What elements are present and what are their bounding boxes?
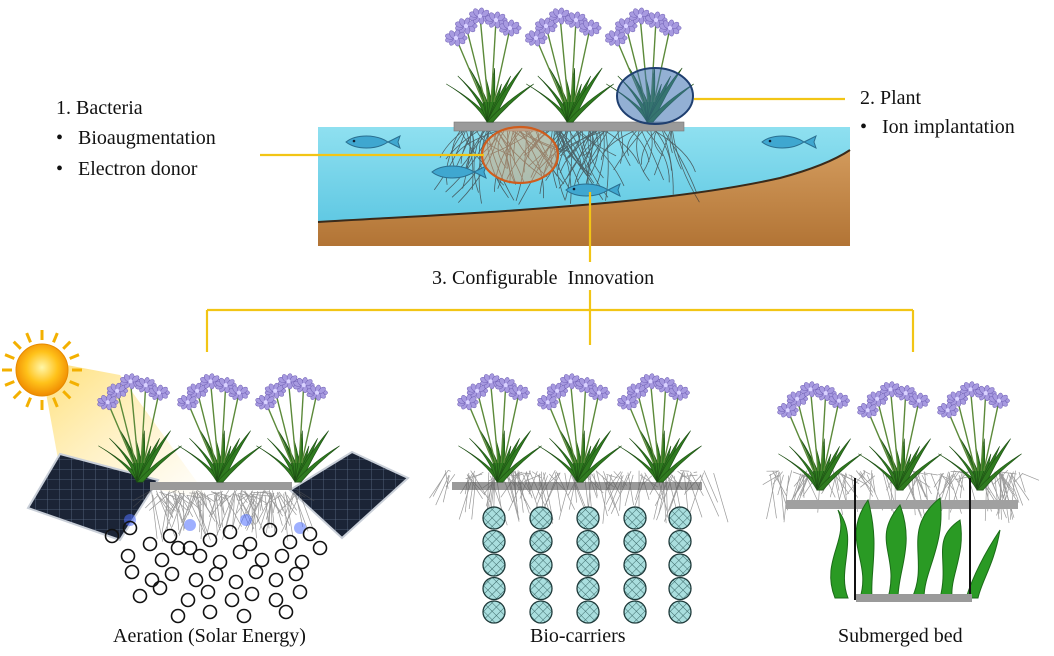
plant-icon [97,373,182,483]
bacteria-heading: 1. Bacteria [56,97,143,119]
plant-icon [937,381,1022,491]
biocarrier-icon [482,506,692,624]
fish-icon [431,165,487,179]
bacteria-item-bioaugmentation: •Bioaugmentation [56,127,216,149]
seaweed-icon [830,497,1001,599]
sun-icon [2,330,82,410]
submerged-bed-scene [762,381,1040,602]
bacteria-highlight-circle [480,125,560,185]
plant-icon [857,381,942,491]
plant-icon [617,373,702,483]
connector-lines [205,97,915,352]
config-label-submerged-bed: Submerged bed [838,625,963,647]
plant-item-label: Ion implantation [882,116,1015,138]
plant-heading: 2. Plant [860,87,922,109]
plant-icon [445,7,534,123]
plant-icon [177,373,262,483]
fish-icon [761,135,817,149]
soil-bed [318,150,850,246]
plant-icon [255,373,340,483]
plant-icon [537,373,622,483]
bacteria-item-electron-donor: •Electron donor [56,158,198,180]
fish-icon [565,183,621,197]
aeration-scene [2,330,410,624]
bubble-icon [104,520,328,624]
config-label-aeration: Aeration (Solar Energy) [113,625,306,647]
root-mass [433,130,700,205]
fish-icon [345,135,401,149]
bacteria-item-label: Bioaugmentation [78,127,216,149]
plant-icon [525,7,614,123]
biocarrier-scene [429,373,729,624]
plant-highlight-circle [616,67,694,125]
plant-icon [457,373,542,483]
plant-icon [777,381,862,491]
bacteria-item-label: Electron donor [78,158,198,180]
top-scene [317,7,851,246]
innovation-heading: 3. Configurable Innovation [432,267,655,289]
solar-panel-icon [288,450,410,540]
config-label-biocarriers: Bio-carriers [530,625,626,647]
plant-item-ion-implantation: •Ion implantation [860,116,1015,138]
